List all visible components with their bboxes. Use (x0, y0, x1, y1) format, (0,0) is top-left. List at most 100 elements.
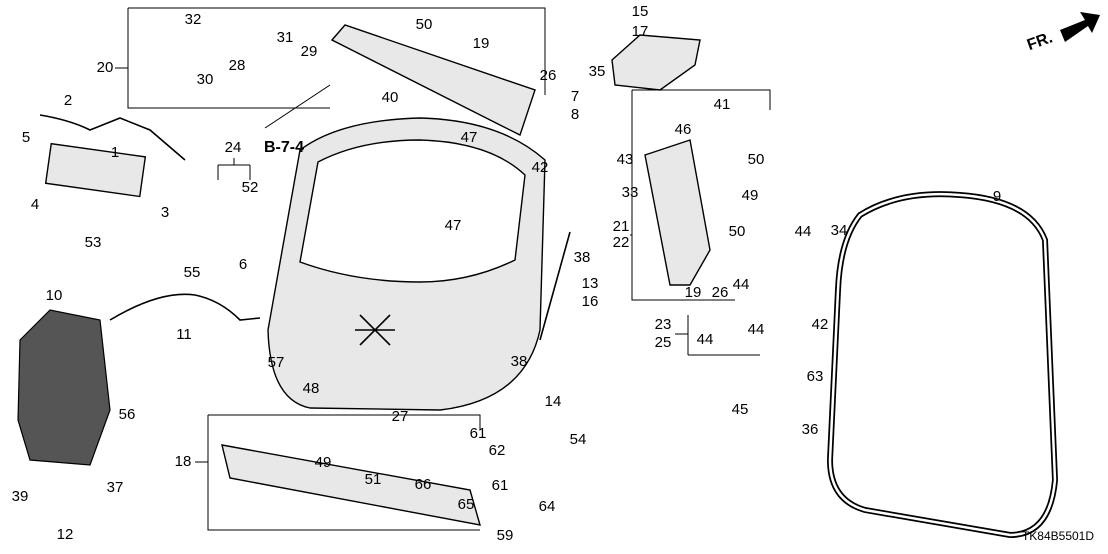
part-label-57[interactable]: 57 (268, 354, 285, 371)
part-label-1[interactable]: 1 (111, 144, 119, 161)
tailgate-window-opening (299, 139, 526, 283)
part-label-46[interactable]: 46 (675, 121, 692, 138)
gas-strut (539, 231, 571, 341)
part-label-63[interactable]: 63 (807, 368, 824, 385)
part-label-17[interactable]: 17 (632, 23, 649, 40)
part-label-50[interactable]: 50 (729, 223, 746, 240)
part-label-36[interactable]: 36 (802, 421, 819, 438)
part-label-14[interactable]: 14 (545, 393, 562, 410)
part-label-7[interactable]: 7 (571, 88, 579, 105)
part-label-43[interactable]: 43 (617, 151, 634, 168)
part-label-40[interactable]: 40 (382, 89, 399, 106)
part-label-27[interactable]: 27 (392, 408, 409, 425)
reference-link[interactable]: B-7-4 (264, 139, 304, 156)
part-label-12[interactable]: 12 (57, 526, 74, 543)
group-bracket-18 (195, 414, 481, 531)
part-label-2[interactable]: 2 (64, 92, 72, 109)
part-label-41[interactable]: 41 (714, 96, 731, 113)
part-label-16[interactable]: 16 (582, 293, 599, 310)
part-label-25[interactable]: 25 (655, 334, 672, 351)
group-bracket-23 (675, 315, 760, 356)
part-label-56[interactable]: 56 (119, 406, 136, 423)
part-label-30[interactable]: 30 (197, 71, 214, 88)
latch-actuator (17, 309, 111, 466)
part-label-31[interactable]: 31 (277, 29, 294, 46)
part-label-42[interactable]: 42 (812, 316, 829, 333)
part-label-42[interactable]: 42 (532, 159, 549, 176)
part-label-26[interactable]: 26 (712, 284, 729, 301)
reference-arrow (264, 84, 331, 129)
part-label-50[interactable]: 50 (416, 16, 433, 33)
part-label-6[interactable]: 6 (239, 256, 247, 273)
license-light-garnish (44, 142, 147, 198)
part-label-35[interactable]: 35 (589, 63, 606, 80)
emblem-mount (355, 314, 395, 346)
group-bracket-21 (630, 89, 771, 301)
stoplight-cover (611, 34, 701, 91)
part-label-19[interactable]: 19 (685, 284, 702, 301)
weatherstrip-seal (826, 191, 1059, 539)
part-label-38[interactable]: 38 (511, 353, 528, 370)
part-label-22[interactable]: 22 (613, 234, 630, 251)
part-label-4[interactable]: 4 (31, 196, 39, 213)
diagram-code: TK84B5501D (1022, 529, 1094, 543)
latch-cable (109, 293, 261, 321)
part-label-20[interactable]: 20 (97, 59, 114, 76)
side-garnish (644, 139, 711, 286)
part-label-37[interactable]: 37 (107, 479, 124, 496)
part-label-51[interactable]: 51 (365, 471, 382, 488)
part-label-34[interactable]: 34 (831, 222, 848, 239)
part-label-47[interactable]: 47 (461, 129, 478, 146)
part-label-61[interactable]: 61 (492, 477, 509, 494)
part-label-21[interactable]: 21 (613, 218, 630, 235)
spoiler (330, 24, 536, 136)
part-label-59[interactable]: 59 (497, 527, 514, 544)
part-label-61[interactable]: 61 (470, 425, 487, 442)
part-label-50[interactable]: 50 (748, 151, 765, 168)
part-label-54[interactable]: 54 (570, 431, 587, 448)
part-label-33[interactable]: 33 (622, 184, 639, 201)
part-label-8[interactable]: 8 (571, 106, 579, 123)
part-label-47[interactable]: 47 (445, 217, 462, 234)
part-label-64[interactable]: 64 (539, 498, 556, 515)
part-label-53[interactable]: 53 (85, 234, 102, 251)
part-label-9[interactable]: 9 (993, 188, 1001, 205)
part-label-18[interactable]: 18 (175, 453, 192, 470)
part-label-11[interactable]: 11 (176, 326, 192, 343)
part-label-19[interactable]: 19 (473, 35, 490, 52)
part-label-3[interactable]: 3 (161, 204, 169, 221)
part-label-62[interactable]: 62 (489, 442, 506, 459)
lower-garnish (221, 444, 481, 526)
part-label-39[interactable]: 39 (12, 488, 29, 505)
group-bracket-24 (217, 158, 251, 180)
front-arrow-icon (1060, 12, 1100, 42)
part-label-52[interactable]: 52 (242, 179, 259, 196)
part-label-23[interactable]: 23 (655, 316, 672, 333)
part-label-44[interactable]: 44 (795, 223, 812, 240)
part-label-10[interactable]: 10 (46, 287, 63, 304)
part-label-29[interactable]: 29 (301, 43, 318, 60)
part-label-32[interactable]: 32 (185, 11, 202, 28)
part-label-44[interactable]: 44 (697, 331, 714, 348)
group-bracket-20 (115, 7, 546, 109)
part-label-15[interactable]: 15 (632, 3, 649, 20)
part-label-45[interactable]: 45 (732, 401, 749, 418)
part-label-44[interactable]: 44 (748, 321, 765, 338)
part-label-65[interactable]: 65 (458, 496, 475, 513)
part-label-28[interactable]: 28 (229, 57, 246, 74)
part-label-44[interactable]: 44 (733, 276, 750, 293)
part-label-24[interactable]: 24 (225, 139, 242, 156)
part-label-48[interactable]: 48 (303, 380, 320, 397)
front-indicator: FR. (1025, 29, 1055, 54)
part-label-26[interactable]: 26 (540, 67, 557, 84)
part-label-49[interactable]: 49 (742, 187, 759, 204)
harness (39, 114, 186, 161)
part-label-13[interactable]: 13 (582, 275, 599, 292)
part-label-5[interactable]: 5 (22, 129, 30, 146)
part-label-66[interactable]: 66 (415, 476, 432, 493)
part-label-49[interactable]: 49 (315, 454, 332, 471)
part-label-38[interactable]: 38 (574, 249, 591, 266)
part-label-55[interactable]: 55 (184, 264, 201, 281)
